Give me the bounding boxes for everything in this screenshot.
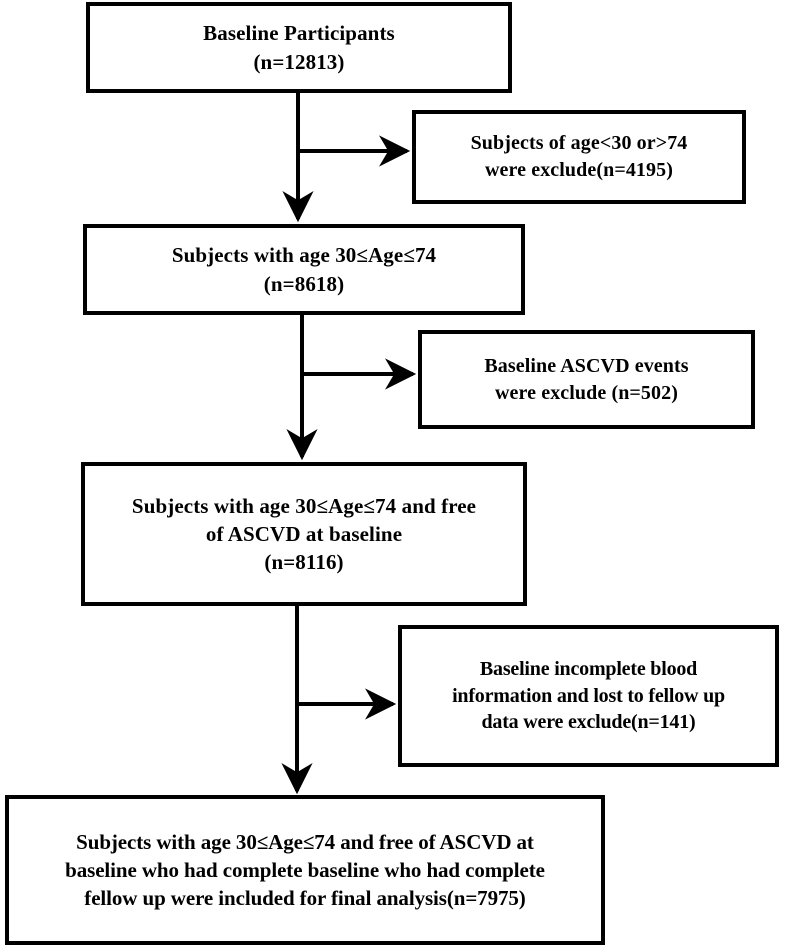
node-excluded-age-line-1: Subjects of age<30 or>74 — [470, 132, 688, 155]
node-excluded-baseline-ascvd: Baseline ASCVD events were exclude (n=50… — [418, 330, 755, 429]
node-age-range-line-1: Subjects with age 30≤Age≤74 — [171, 243, 437, 268]
node-excluded-blood-line-3: data were exclude(n=141) — [481, 711, 696, 734]
node-free-of-ascvd: Subjects with age 30≤Age≤74 and free of … — [81, 462, 527, 606]
node-final-line-1: Subjects with age 30≤Age≤74 and free of … — [76, 829, 534, 854]
node-free-ascvd-line-2: of ASCVD at baseline — [205, 521, 403, 546]
node-excluded-blood-line-2: information and lost to fellow up — [452, 684, 725, 707]
node-final-analysis: Subjects with age 30≤Age≤74 and free of … — [5, 795, 605, 945]
node-free-ascvd-line-1: Subjects with age 30≤Age≤74 and free — [131, 493, 477, 518]
node-excluded-ascvd-line-2: were exclude (n=502) — [495, 381, 678, 404]
node-baseline-line-2: (n=12813) — [253, 49, 345, 74]
node-excluded-ascvd-line-1: Baseline ASCVD events — [484, 354, 689, 377]
node-excluded-blood-line-1: Baseline incomplete blood — [479, 657, 698, 680]
node-age-range-line-2: (n=8618) — [263, 271, 345, 296]
node-excluded-age: Subjects of age<30 or>74 were exclude(n=… — [412, 110, 746, 204]
node-final-line-3: fellow up were included for final analys… — [84, 886, 526, 911]
node-excluded-blood-and-followup: Baseline incomplete blood information an… — [398, 625, 779, 767]
node-age-range: Subjects with age 30≤Age≤74 (n=8618) — [83, 224, 525, 315]
node-free-ascvd-line-3: (n=8116) — [264, 550, 344, 575]
node-final-line-2: baseline who had complete baseline who h… — [65, 857, 545, 882]
node-baseline-line-1: Baseline Participants — [203, 21, 395, 46]
node-baseline-participants: Baseline Participants (n=12813) — [86, 2, 512, 93]
node-excluded-age-line-2: were exclude(n=4195) — [485, 159, 673, 181]
